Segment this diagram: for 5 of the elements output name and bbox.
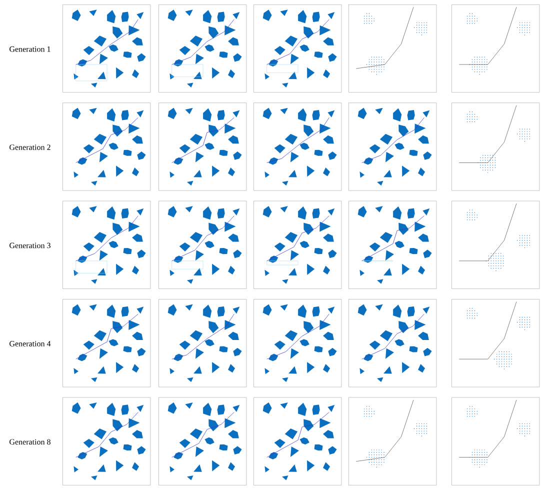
row-label: Generation 1: [10, 46, 50, 52]
row-label: Generation 8: [10, 439, 50, 445]
row-label: Generation 3: [10, 242, 50, 248]
row-label: Generation 4: [10, 341, 51, 346]
row-label: Generation 2: [10, 144, 50, 150]
